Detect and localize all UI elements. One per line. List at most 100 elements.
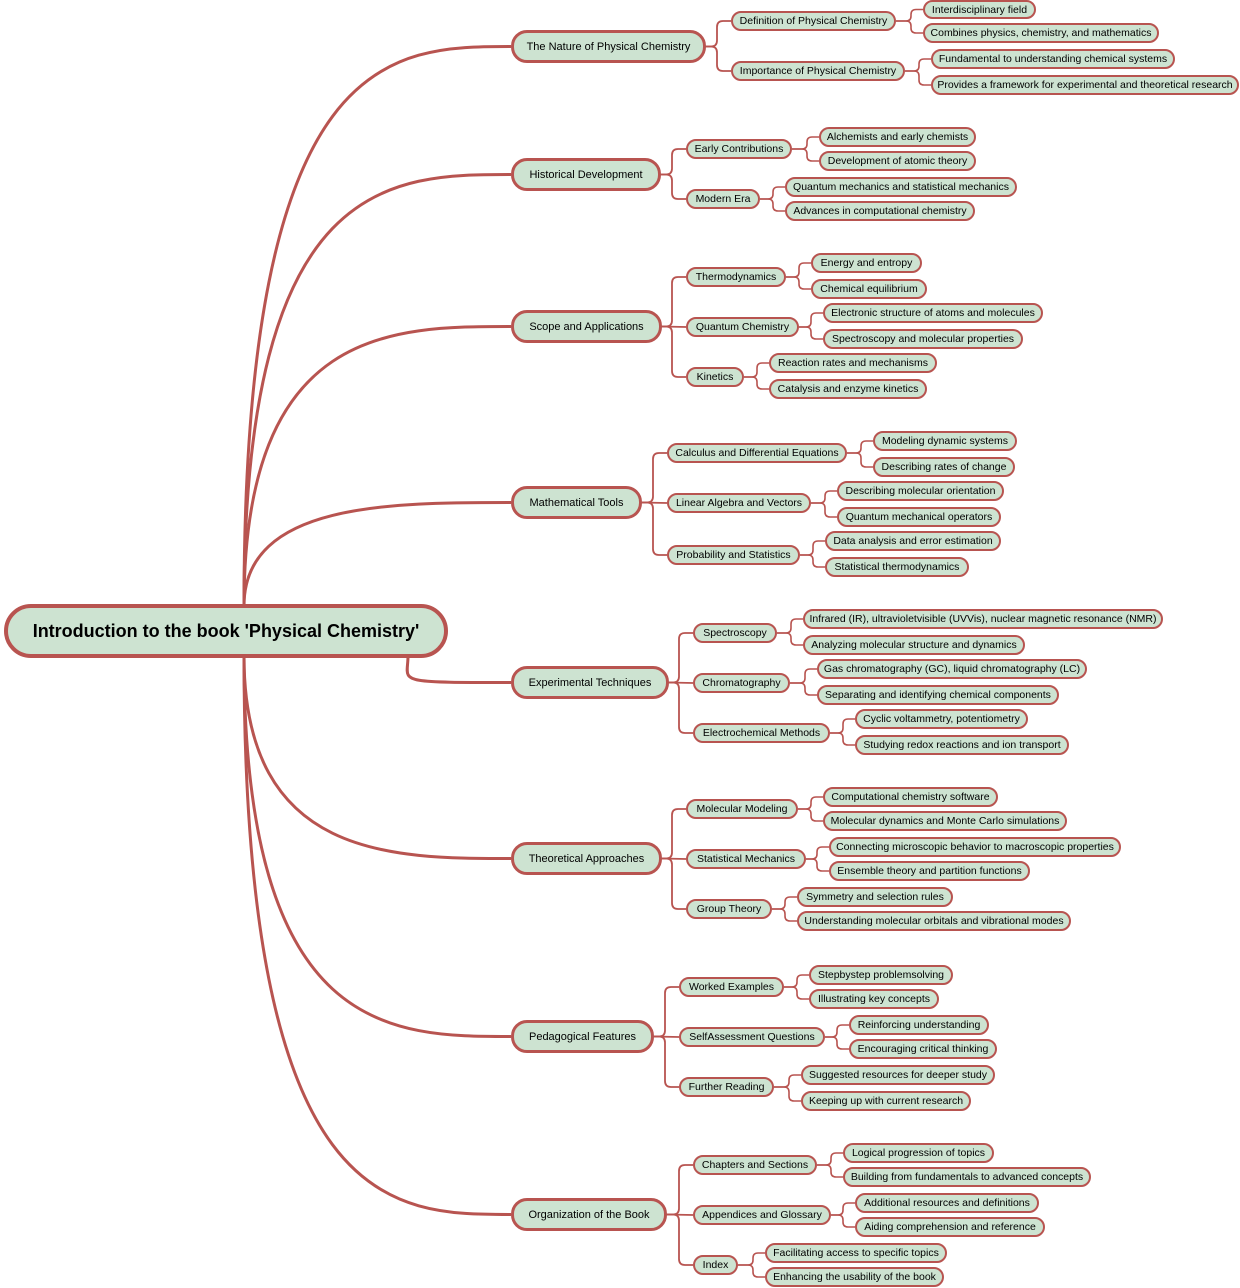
leaf-node[interactable]: Modeling dynamic systems [873,431,1017,451]
branch-connector [242,325,512,607]
leaf-node[interactable]: Spectroscopy and molecular properties [823,329,1023,349]
branch-node[interactable]: Experimental Techniques [511,666,669,699]
sub-connector [654,986,679,1038]
leaf-connector [896,8,923,22]
leaf-connector [811,502,837,518]
sub-connector [669,632,693,684]
leaf-node[interactable]: Understanding molecular orbitals and vib… [797,911,1071,931]
sub-node[interactable]: Modern Era [686,189,760,209]
sub-node[interactable]: Quantum Chemistry [686,317,799,337]
leaf-connector [772,896,797,910]
leaf-connector [817,1164,843,1178]
sub-node[interactable]: Linear Algebra and Vectors [667,493,811,513]
leaf-connector [806,846,829,860]
leaf-node[interactable]: Facilitating access to specific topics [765,1243,947,1263]
leaf-node[interactable]: Separating and identifying chemical comp… [817,685,1059,705]
leaf-node[interactable]: Advances in computational chemistry [785,201,975,221]
leaf-node[interactable]: Keeping up with current research [801,1091,971,1111]
leaf-connector [790,668,817,684]
leaf-node[interactable]: Development of atomic theory [819,151,976,171]
leaf-connector [799,326,823,340]
sub-node[interactable]: Early Contributions [686,139,792,159]
sub-node[interactable]: Chapters and Sections [693,1155,817,1175]
branch-connector [242,501,512,607]
leaf-node[interactable]: Infrared (IR), ultravioletvisible (UVVis… [803,609,1163,629]
leaf-node[interactable]: Logical progression of topics [843,1143,994,1163]
leaf-node[interactable]: Describing molecular orientation [837,481,1004,501]
leaf-connector [792,148,819,162]
sub-node[interactable]: Index [693,1255,738,1275]
branch-node[interactable]: Historical Development [511,158,661,191]
branch-node[interactable]: Scope and Applications [511,310,662,343]
leaf-node[interactable]: Chemical equilibrium [811,279,927,299]
branch-node[interactable]: Pedagogical Features [511,1020,654,1053]
leaf-node[interactable]: Quantum mechanical operators [837,507,1001,527]
leaf-node[interactable]: Building from fundamentals to advanced c… [843,1167,1091,1187]
root-node[interactable]: Introduction to the book 'Physical Chemi… [4,604,448,658]
leaf-node[interactable]: Additional resources and definitions [855,1193,1039,1213]
leaf-connector [738,1264,765,1278]
sub-connector [661,148,686,176]
leaf-connector [847,440,873,454]
branch-node[interactable]: Organization of the Book [511,1198,667,1231]
leaf-node[interactable]: Electronic structure of atoms and molecu… [823,303,1043,323]
leaf-node[interactable]: Cyclic voltammetry, potentiometry [855,709,1028,729]
leaf-node[interactable]: Provides a framework for experimental an… [931,75,1239,95]
sub-node[interactable]: Further Reading [679,1077,774,1097]
leaf-node[interactable]: Energy and entropy [811,253,922,273]
leaf-node[interactable]: Catalysis and enzyme kinetics [769,379,927,399]
leaf-node[interactable]: Reaction rates and mechanisms [769,353,937,373]
leaf-node[interactable]: Quantum mechanics and statistical mechan… [785,177,1017,197]
leaf-node[interactable]: Stepbystep problemsolving [809,965,953,985]
leaf-connector [830,732,855,746]
leaf-node[interactable]: Molecular dynamics and Monte Carlo simul… [823,811,1067,831]
leaf-connector [800,540,825,556]
leaf-node[interactable]: Aiding comprehension and reference [855,1217,1045,1237]
sub-node[interactable]: Chromatography [693,673,790,693]
leaf-node[interactable]: Reinforcing understanding [849,1015,989,1035]
sub-node[interactable]: Electrochemical Methods [693,723,830,743]
leaf-node[interactable]: Data analysis and error estimation [825,531,1001,551]
leaf-node[interactable]: Enhancing the usability of the book [765,1267,944,1287]
leaf-node[interactable]: Illustrating key concepts [809,989,939,1009]
sub-connector [661,173,686,200]
branch-node[interactable]: Mathematical Tools [511,486,642,519]
sub-node[interactable]: Kinetics [686,367,744,387]
sub-node[interactable]: Thermodynamics [686,267,786,287]
leaf-node[interactable]: Ensemble theory and partition functions [829,861,1030,881]
leaf-node[interactable]: Statistical thermodynamics [825,557,969,577]
sub-node[interactable]: Spectroscopy [693,623,777,643]
sub-connector [662,325,686,378]
sub-node[interactable]: Appendices and Glossary [693,1205,831,1225]
sub-node[interactable]: Probability and Statistics [667,545,800,565]
sub-node[interactable]: Definition of Physical Chemistry [731,11,896,31]
leaf-node[interactable]: Fundamental to understanding chemical sy… [931,49,1175,69]
leaf-node[interactable]: Interdisciplinary field [923,0,1036,19]
sub-connector [706,20,731,48]
leaf-node[interactable]: Analyzing molecular structure and dynami… [803,635,1025,655]
sub-node[interactable]: Statistical Mechanics [686,849,806,869]
branch-node[interactable]: Theoretical Approaches [511,842,662,875]
sub-node[interactable]: Group Theory [686,899,772,919]
leaf-node[interactable]: Combines physics, chemistry, and mathema… [923,23,1159,43]
leaf-connector [847,452,873,468]
sub-node[interactable]: Calculus and Differential Equations [667,443,847,463]
sub-node[interactable]: Importance of Physical Chemistry [731,61,905,81]
leaf-node[interactable]: Encouraging critical thinking [849,1039,997,1059]
leaf-node[interactable]: Describing rates of change [873,457,1015,477]
leaf-node[interactable]: Computational chemistry software [823,787,998,807]
leaf-node[interactable]: Symmetry and selection rules [797,887,953,907]
leaf-connector [760,198,785,212]
leaf-node[interactable]: Studying redox reactions and ion transpo… [855,735,1069,755]
leaf-node[interactable]: Alchemists and early chemists [819,127,976,147]
sub-node[interactable]: Molecular Modeling [686,799,798,819]
branch-connector [405,655,512,684]
sub-connector [642,501,667,556]
leaf-node[interactable]: Gas chromatography (GC), liquid chromato… [817,659,1087,679]
branch-node[interactable]: The Nature of Physical Chemistry [511,30,706,63]
sub-node[interactable]: SelfAssessment Questions [679,1027,825,1047]
sub-node[interactable]: Worked Examples [679,977,784,997]
leaf-node[interactable]: Connecting microscopic behavior to macro… [829,837,1121,857]
leaf-node[interactable]: Suggested resources for deeper study [801,1065,995,1085]
